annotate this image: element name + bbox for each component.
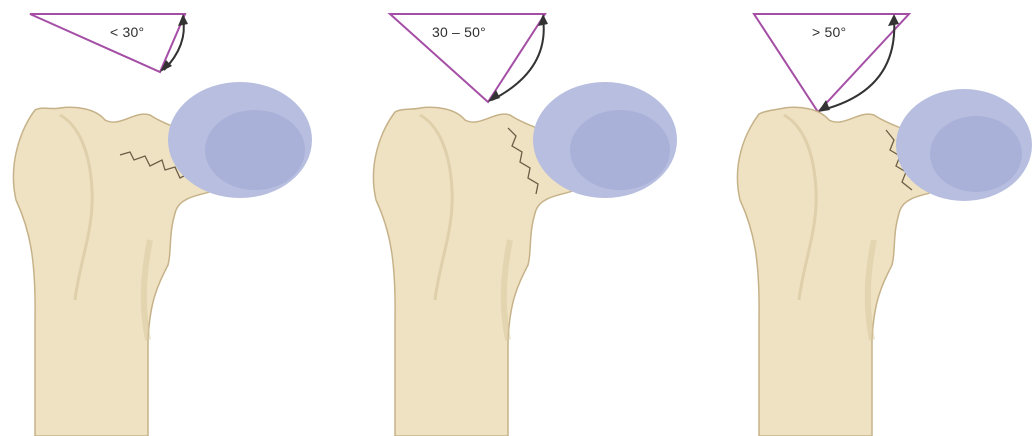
arrowhead-top — [538, 14, 548, 26]
femoral-head-shade — [570, 110, 670, 190]
femur-illustration-1 — [0, 0, 340, 436]
angle-label: > 50° — [812, 24, 846, 40]
angle-label: 30 – 50° — [432, 24, 486, 40]
femur-illustration-2 — [360, 0, 700, 436]
femur-illustration-3 — [694, 0, 1034, 436]
panel-angle-gt-50: > 50° — [694, 0, 1034, 436]
angle-arc-arrow — [492, 18, 544, 100]
femoral-head-shade — [205, 110, 305, 190]
angle-indicator — [30, 14, 188, 72]
arrowhead-top — [178, 14, 188, 26]
panel-angle-30-50: 30 – 50° — [360, 0, 700, 436]
arrowhead-top — [888, 14, 899, 26]
panel-angle-lt-30: < 30° — [0, 0, 340, 436]
angle-label: < 30° — [110, 24, 144, 40]
angle-triangle — [30, 14, 185, 72]
femoral-head-shade — [930, 116, 1022, 192]
